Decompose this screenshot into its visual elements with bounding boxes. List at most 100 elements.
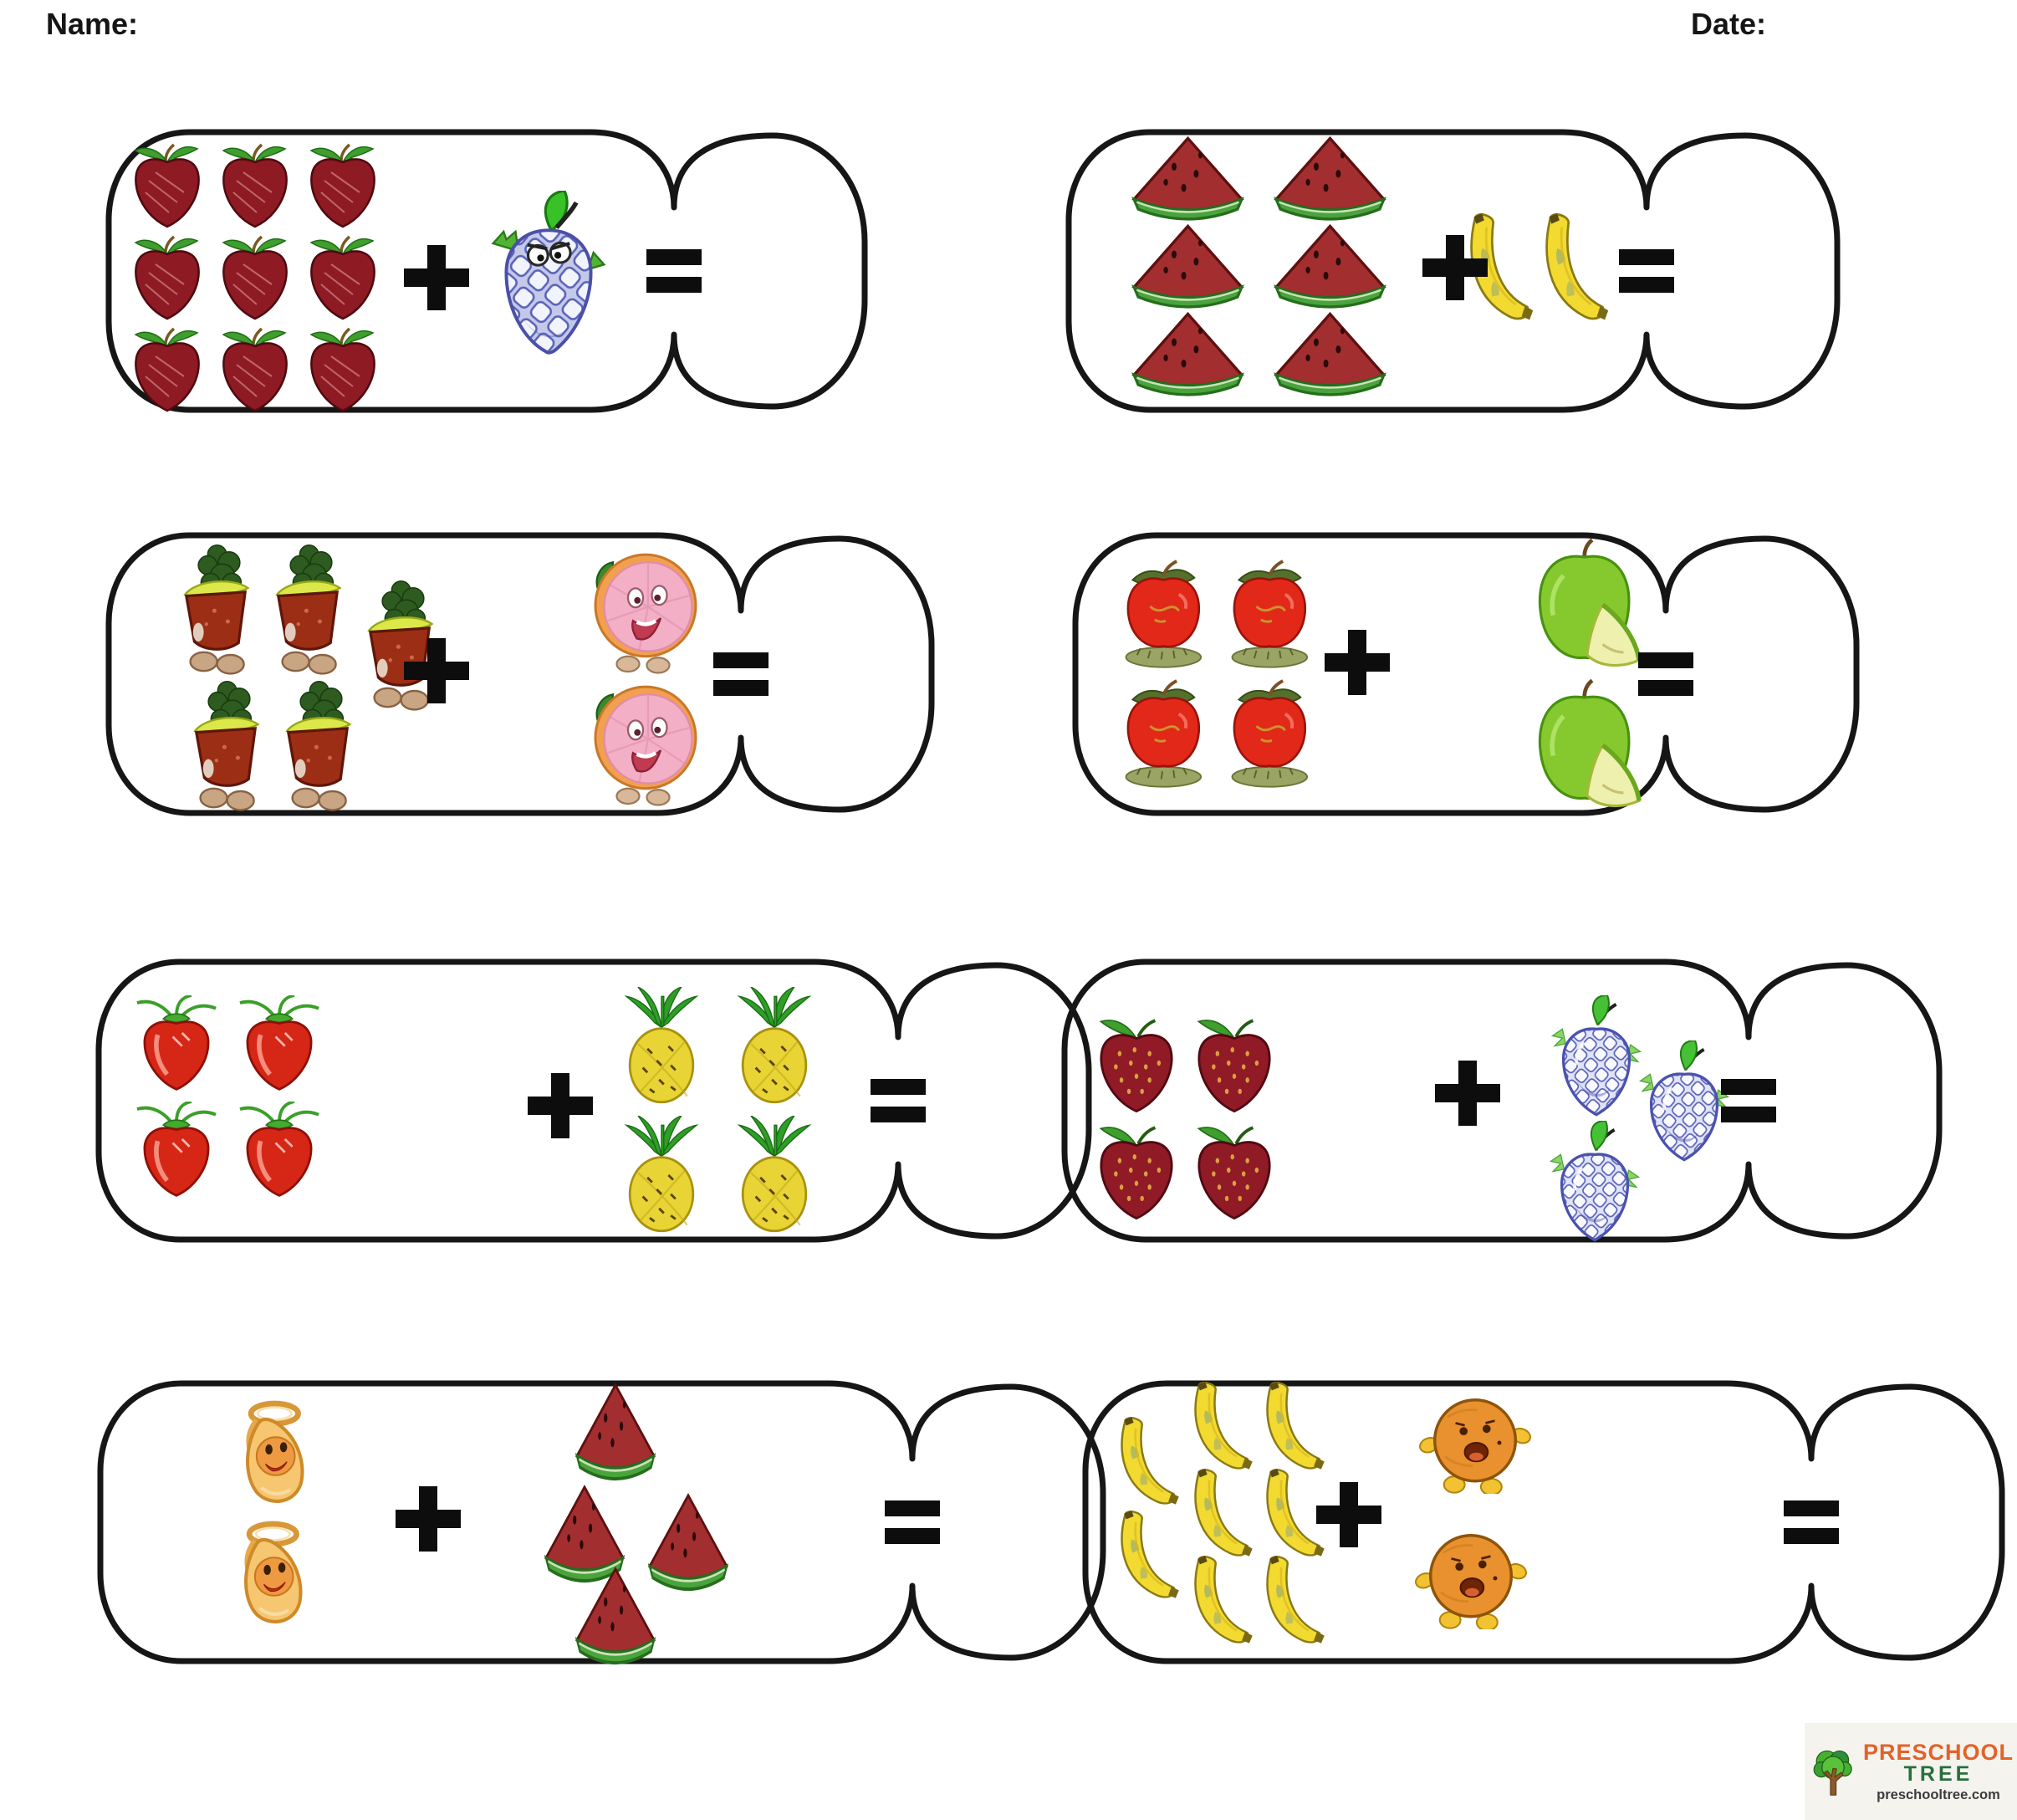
problem-outline [1072,532,1860,816]
blue-strawberry-icon [1545,1121,1644,1245]
problem-card-4 [1069,529,1863,820]
strawberry-textured-icon [1090,1119,1183,1221]
banana-icon [1111,1511,1184,1607]
plus-icon [1316,1482,1381,1547]
juice-drink-icon [169,541,263,675]
plus-icon [1435,1061,1500,1126]
answer-bubble[interactable] [681,139,861,403]
watermelon-slice-icon [1119,223,1257,311]
answer-bubble[interactable] [919,1390,1100,1654]
equals-icon [1619,249,1674,293]
problem-card-2 [1062,125,1844,417]
strawberry-dark-icon [125,139,209,229]
plus-icon [404,245,469,310]
equals-icon [885,1500,940,1544]
red-apple-icon [1117,558,1211,668]
logo-text: PRESCHOOL TREE preschooltree.com [1863,1741,2014,1802]
green-apple-icon [1524,539,1648,671]
watermelon-slice-icon [1261,223,1399,311]
preschool-tree-logo: PRESCHOOL TREE preschooltree.com [1805,1723,2017,1820]
equals-icon [1784,1500,1839,1544]
red-apple-icon [1223,677,1317,788]
blue-strawberry-icon [1635,1040,1734,1164]
strawberry-bright-icon [130,995,223,1094]
plus-icon [528,1073,593,1138]
logo-brand-line2: TREE [1903,1762,1974,1787]
banana-icon [1256,1556,1330,1652]
problem-card-3 [102,529,938,820]
strawberry-dark-icon [213,139,297,229]
watermelon-slice-icon [1119,135,1257,223]
problem-outline [105,532,935,816]
orange-character-icon [1413,1527,1529,1629]
answer-bubble[interactable] [1755,969,1936,1233]
problem-outline [95,959,1092,1243]
strawberry-textured-icon [1187,1012,1281,1114]
problem-card-5 [92,955,1095,1246]
banana-icon [1184,1469,1258,1565]
watermelon-slice-icon [1261,135,1399,223]
juice-drink-icon [179,677,273,811]
strawberry-textured-icon [1187,1119,1281,1221]
banana-icon [1111,1417,1184,1513]
pineapple-icon [728,987,821,1106]
blue-strawberry-icon [1547,995,1646,1119]
strawberry-dark-icon [301,231,385,321]
strawberry-dark-icon [125,323,209,413]
green-apple-icon [1524,679,1648,811]
problem-card-6 [1058,955,1946,1246]
strawberry-bright-icon [232,995,326,1094]
logo-website: preschooltree.com [1877,1787,2000,1802]
plus-icon [1325,630,1390,695]
grape-character-icon [483,191,615,362]
equals-icon [646,249,702,293]
red-apple-icon [1117,677,1211,788]
date-label: Date: [1691,7,1767,41]
banana-icon [1256,1382,1330,1478]
juice-drink-icon [271,677,365,811]
banana-icon [1534,213,1614,330]
equals-icon [1721,1079,1776,1122]
answer-bubble[interactable] [748,542,928,806]
problem-outline [1061,959,1943,1243]
answer-bubble[interactable] [1653,139,1834,403]
watermelon-slice-icon [566,1382,665,1484]
watermelon-slice-icon [566,1566,665,1668]
honey-drop-icon [232,1521,311,1633]
problem-outline [97,1380,1106,1664]
watermelon-slice-icon [1119,311,1257,399]
plus-icon [396,1486,461,1552]
pineapple-icon [728,1116,821,1235]
problem-card-7 [94,1377,1110,1668]
equals-icon [1638,652,1693,696]
plus-icon [404,638,469,703]
watermelon-slice-icon [1261,311,1399,399]
name-label: Name: [46,7,139,41]
answer-bubble[interactable] [1672,542,1853,806]
pineapple-icon [615,1116,708,1235]
red-apple-icon [1223,558,1317,668]
strawberry-dark-icon [213,323,297,413]
problem-card-1 [102,125,871,417]
equals-icon [871,1079,926,1122]
strawberry-bright-icon [130,1102,223,1200]
problem-card-8 [1079,1377,2009,1668]
problem-outline [1065,129,1841,413]
strawberry-dark-icon [301,323,385,413]
problem-outline [105,129,868,413]
plus-icon [1422,235,1488,300]
problem-outline [1082,1380,2005,1664]
juice-drink-icon [261,541,355,675]
orange-character-icon [1417,1392,1533,1494]
equals-icon [713,652,769,696]
answer-bubble[interactable] [1818,1390,1999,1654]
strawberry-textured-icon [1090,1012,1183,1114]
strawberry-bright-icon [232,1102,326,1200]
strawberry-dark-icon [301,139,385,229]
honey-drop-icon [234,1400,313,1512]
grapefruit-character-icon [583,679,708,806]
banana-icon [1184,1556,1258,1652]
strawberry-dark-icon [125,231,209,321]
strawberry-dark-icon [213,231,297,321]
